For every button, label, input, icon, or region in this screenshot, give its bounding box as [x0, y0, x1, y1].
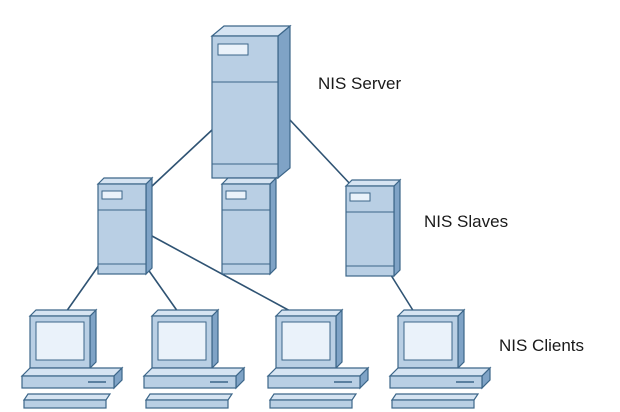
server-tower-icon: [345, 179, 401, 277]
nis-slaves: [97, 177, 401, 277]
slaves-label: NIS Slaves: [424, 212, 509, 231]
nis-clients: [21, 309, 491, 409]
server-tower-icon: [211, 25, 291, 179]
server-tower-icon: [97, 177, 153, 275]
desktop-computer-icon: [389, 309, 491, 409]
desktop-computer-icon: [21, 309, 123, 409]
nis-server: [211, 25, 291, 179]
link-server-slave-right: [289, 119, 353, 187]
link-server-slave-left: [149, 129, 213, 189]
clients-label: NIS Clients: [499, 336, 585, 355]
desktop-computer-icon: [143, 309, 245, 409]
server-tower-icon: [221, 177, 277, 275]
server-label: NIS Server: [318, 74, 402, 93]
desktop-computer-icon: [267, 309, 369, 409]
